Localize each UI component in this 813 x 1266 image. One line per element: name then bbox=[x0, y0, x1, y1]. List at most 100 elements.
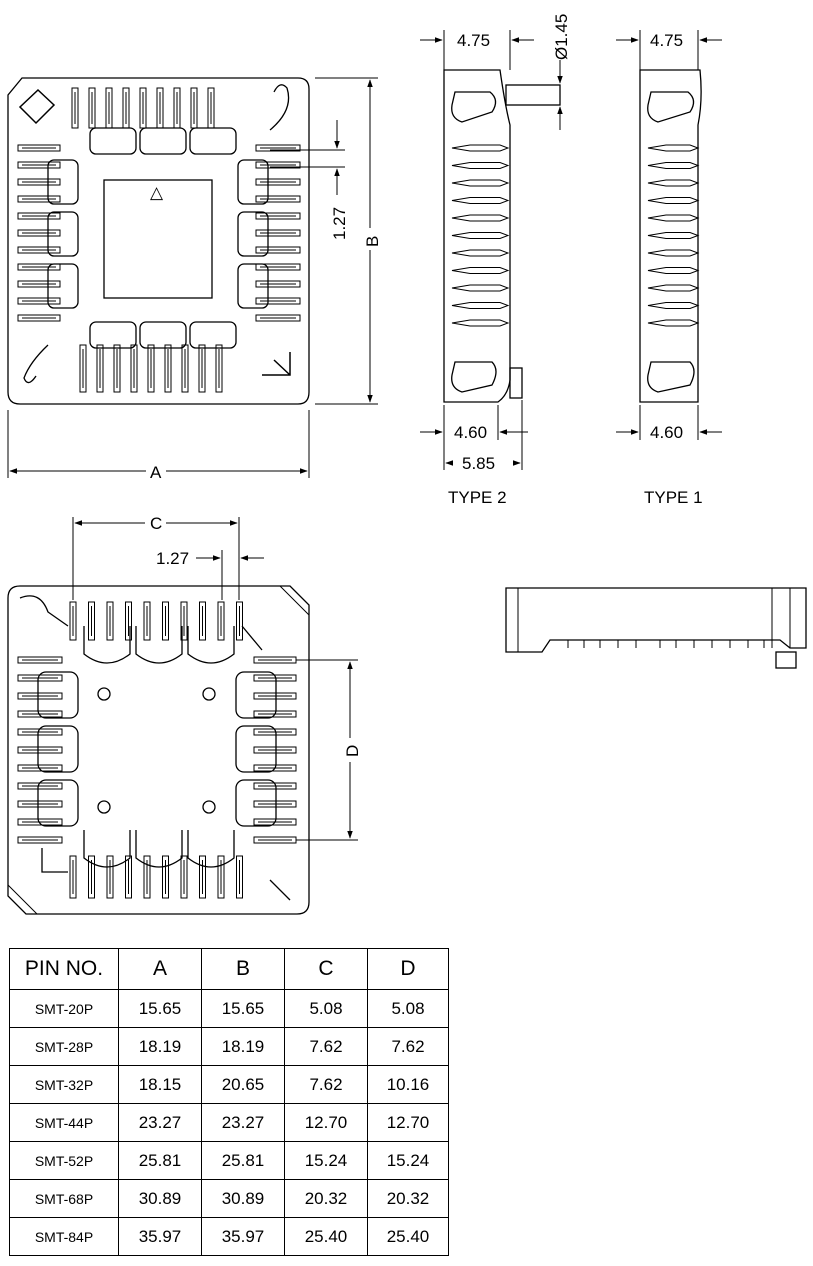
contact-pin bbox=[125, 601, 132, 641]
dim-d bbox=[296, 659, 358, 841]
standoff-hole bbox=[202, 800, 216, 814]
contact-pin bbox=[217, 601, 225, 641]
bottom-view-pads bbox=[37, 626, 277, 868]
contact-pin bbox=[181, 344, 189, 393]
contact-pin bbox=[647, 197, 700, 204]
pin-pocket bbox=[235, 671, 277, 719]
contact-pin bbox=[17, 229, 61, 237]
contact-pin bbox=[451, 144, 510, 152]
contact-pin bbox=[451, 179, 510, 187]
contact-pin bbox=[255, 212, 301, 220]
table-cell: SMT-52P bbox=[9, 1141, 119, 1180]
table-row: SMT-68P 30.89 30.89 20.32 20.32 bbox=[9, 1179, 449, 1218]
contact-pin bbox=[17, 297, 61, 305]
contact-pin bbox=[17, 314, 61, 322]
pin-pocket bbox=[47, 263, 79, 309]
contact-pin bbox=[17, 836, 63, 844]
contact-pin bbox=[255, 229, 301, 237]
hook-bottom-left bbox=[23, 344, 49, 384]
dimension-table: PIN NO. A B C D SMT-20P 15.65 15.65 5.08… bbox=[9, 948, 449, 1256]
contact-pin bbox=[17, 144, 61, 152]
front-profile bbox=[505, 587, 807, 669]
col-header-pin: PIN NO. bbox=[9, 948, 119, 990]
type1-width-label: 4.75 bbox=[650, 31, 683, 50]
pin1-diamond bbox=[18, 88, 56, 125]
contact-pin bbox=[647, 249, 700, 257]
contact-pin bbox=[17, 764, 63, 772]
standoff-hole bbox=[97, 687, 111, 701]
contact-pin bbox=[162, 855, 169, 899]
contact-pin bbox=[17, 246, 61, 254]
contact-pin bbox=[105, 87, 113, 129]
type1-pins bbox=[647, 144, 700, 327]
pin-pocket bbox=[139, 321, 187, 349]
corner-ear-br bbox=[269, 879, 291, 901]
table-cell: 5.08 bbox=[367, 989, 449, 1028]
contact-pin bbox=[143, 855, 151, 899]
standoff-hole bbox=[202, 687, 216, 701]
contact-pin bbox=[215, 344, 223, 393]
contact-pin bbox=[88, 87, 96, 129]
table-cell: 12.70 bbox=[367, 1103, 449, 1142]
contact-pin bbox=[647, 284, 700, 292]
standoff-hole bbox=[97, 800, 111, 814]
contact-pin bbox=[253, 836, 297, 844]
contact-pin bbox=[69, 601, 77, 641]
table-cell: SMT-44P bbox=[9, 1103, 119, 1142]
corner-ear-tr bbox=[241, 625, 263, 651]
contact-pin bbox=[451, 232, 510, 239]
contact-pin bbox=[17, 161, 61, 169]
bottom-view bbox=[7, 585, 310, 915]
type2-post-top bbox=[505, 84, 561, 106]
table-cell: 18.19 bbox=[118, 1027, 202, 1066]
corner-ear-tl bbox=[19, 595, 69, 627]
contact-pin bbox=[253, 692, 297, 700]
contact-pin bbox=[17, 692, 63, 700]
contact-pin bbox=[253, 764, 297, 772]
type2-base-label: 4.60 bbox=[454, 423, 487, 442]
table-header-row: PIN NO. A B C D bbox=[9, 948, 449, 990]
top-view-pads bbox=[47, 127, 269, 349]
table-cell: 20.32 bbox=[284, 1179, 368, 1218]
corner-arrow bbox=[262, 352, 291, 376]
dim-d-label: D bbox=[343, 745, 362, 757]
contact-pin bbox=[451, 162, 510, 169]
contact-pin bbox=[255, 144, 301, 152]
table-row: SMT-52P 25.81 25.81 15.24 15.24 bbox=[9, 1141, 449, 1180]
socket-drawing: △ A B 1.27 bbox=[7, 14, 807, 915]
contact-pin bbox=[253, 710, 297, 718]
contact-pin bbox=[253, 818, 297, 826]
contact-pin bbox=[17, 800, 63, 808]
table-cell: 12.70 bbox=[284, 1103, 368, 1142]
contact-pin bbox=[217, 855, 225, 899]
corner-ear-bl bbox=[41, 848, 68, 873]
pin-pocket bbox=[37, 779, 79, 827]
contact-pin bbox=[17, 195, 61, 203]
table-row: SMT-44P 23.27 23.27 12.70 12.70 bbox=[9, 1103, 449, 1142]
contact-pin bbox=[451, 284, 510, 292]
dim-c-label: C bbox=[150, 514, 162, 533]
table-cell: 15.24 bbox=[284, 1141, 368, 1180]
pin-pocket bbox=[139, 127, 187, 155]
contact-pin bbox=[180, 855, 188, 899]
col-header-c: C bbox=[284, 948, 368, 990]
contact-pin bbox=[96, 344, 104, 393]
contact-pin bbox=[17, 782, 63, 790]
pin-pocket bbox=[135, 830, 183, 868]
pin-pocket bbox=[189, 321, 237, 349]
top-view-body bbox=[7, 77, 310, 405]
type2-clip-top bbox=[451, 91, 497, 123]
contact-pin bbox=[17, 674, 63, 682]
contact-pin bbox=[198, 344, 206, 393]
contact-pin bbox=[255, 297, 301, 305]
contact-pin bbox=[253, 746, 297, 754]
contact-pin bbox=[647, 162, 700, 169]
contact-pin bbox=[451, 267, 510, 274]
contact-pin bbox=[143, 601, 151, 641]
contact-pin bbox=[180, 601, 188, 641]
contact-pin bbox=[69, 855, 77, 899]
contact-pin bbox=[253, 782, 297, 790]
contact-pin bbox=[647, 267, 700, 274]
contact-pin bbox=[451, 319, 510, 327]
table-cell: 7.62 bbox=[367, 1027, 449, 1066]
